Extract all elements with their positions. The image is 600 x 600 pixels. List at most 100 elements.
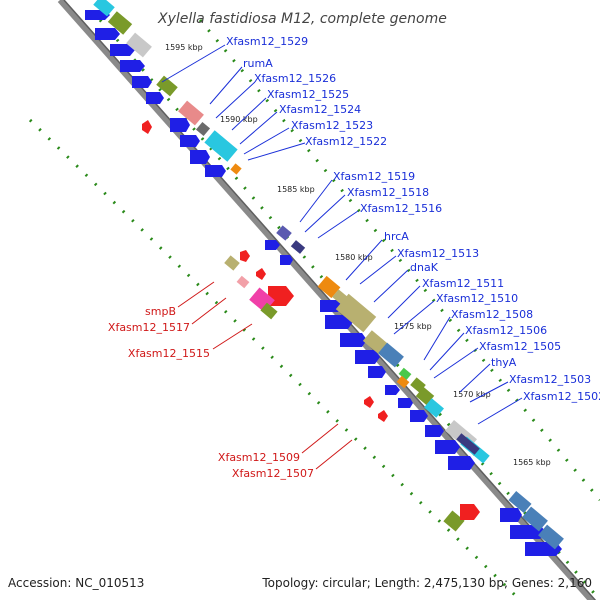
- gene-arrow[interactable]: [340, 333, 367, 347]
- gene-label-hrca[interactable]: hrcA: [384, 230, 409, 243]
- gene-label-xfasm12-1515[interactable]: Xfasm12_1515: [128, 347, 210, 360]
- leader-line: [315, 439, 353, 470]
- gene-arrow[interactable]: [280, 255, 293, 265]
- gene-arrow[interactable]: [256, 268, 266, 280]
- gene-block[interactable]: [335, 293, 377, 333]
- gene-arrow[interactable]: [398, 398, 413, 408]
- dotted-track-line: [198, 19, 600, 501]
- gene-label-thya[interactable]: thyA: [491, 356, 517, 369]
- gene-label-xfasm12-1502[interactable]: Xfasm12_1502: [523, 390, 600, 403]
- gene-label-xfasm12-1506[interactable]: Xfasm12_1506: [465, 324, 547, 337]
- gene-label-xfasm12-1510[interactable]: Xfasm12_1510: [436, 292, 518, 305]
- gene-block[interactable]: [424, 398, 444, 418]
- gene-arrow[interactable]: [355, 350, 380, 364]
- gene-arrow[interactable]: [435, 440, 460, 454]
- gene-arrow[interactable]: [385, 385, 400, 395]
- gene-label-xfasm12-1511[interactable]: Xfasm12_1511: [422, 277, 504, 290]
- gene-block[interactable]: [522, 506, 548, 532]
- gene-arrow[interactable]: [325, 315, 353, 329]
- gene-arrow[interactable]: [95, 28, 120, 40]
- leader-line: [459, 363, 491, 393]
- gene-label-xfasm12-1529[interactable]: Xfasm12_1529: [226, 35, 308, 48]
- gene-block[interactable]: [224, 255, 240, 271]
- leader-line: [215, 81, 256, 119]
- gene-label-xfasm12-1517[interactable]: Xfasm12_1517: [108, 321, 190, 334]
- gene-arrow[interactable]: [190, 150, 210, 164]
- gene-arrow[interactable]: [142, 120, 152, 134]
- gene-label-xfasm12-1522[interactable]: Xfasm12_1522: [305, 135, 387, 148]
- gene-arrow[interactable]: [425, 425, 444, 437]
- leader-line: [373, 269, 409, 303]
- gene-label-xfasm12-1526[interactable]: Xfasm12_1526: [254, 72, 336, 85]
- gene-block[interactable]: [538, 524, 564, 550]
- map-title: Xylella fastidiosa M12, complete genome: [157, 11, 447, 27]
- gene-block[interactable]: [508, 490, 532, 514]
- gene-block[interactable]: [230, 163, 242, 175]
- gene-arrow[interactable]: [268, 286, 294, 306]
- gene-arrow[interactable]: [170, 118, 190, 132]
- leader-line: [469, 381, 509, 403]
- forward-leader-lines: [161, 44, 523, 425]
- reverse-gene-labels: smpB Xfasm12_1517 Xfasm12_1515 Xfasm12_1…: [108, 305, 314, 480]
- leader-line: [423, 316, 451, 361]
- gene-arrow[interactable]: [180, 135, 200, 147]
- gene-arrow[interactable]: [265, 240, 280, 250]
- scale-tick-1585: 1585 kbp: [277, 185, 315, 194]
- forward-strand-colored-genes: [93, 0, 564, 550]
- gene-label-xfasm12-1525[interactable]: Xfasm12_1525: [267, 88, 349, 101]
- gene-block[interactable]: [396, 375, 410, 389]
- gene-arrow[interactable]: [132, 76, 152, 88]
- gene-arrow[interactable]: [410, 410, 428, 422]
- gene-block[interactable]: [204, 130, 238, 162]
- gene-arrow[interactable]: [110, 44, 135, 56]
- leader-line: [212, 323, 253, 350]
- gene-arrow[interactable]: [240, 250, 250, 262]
- gene-block[interactable]: [236, 275, 250, 289]
- gene-label-xfasm12-1519[interactable]: Xfasm12_1519: [333, 170, 415, 183]
- gene-block[interactable]: [317, 275, 341, 299]
- gene-block[interactable]: [456, 433, 480, 455]
- gene-arrow[interactable]: [460, 504, 480, 520]
- gene-arrow[interactable]: [205, 165, 226, 177]
- gene-arrow[interactable]: [368, 366, 386, 378]
- gene-label-ruma[interactable]: rumA: [243, 57, 273, 70]
- gene-label-xfasm12-1503[interactable]: Xfasm12_1503: [509, 373, 591, 386]
- gene-label-dnak[interactable]: dnaK: [410, 261, 439, 274]
- gene-block[interactable]: [178, 100, 204, 126]
- scale-tick-1595: 1595 kbp: [165, 43, 203, 52]
- gene-block[interactable]: [362, 330, 388, 354]
- gene-block[interactable]: [415, 386, 435, 406]
- gene-arrow[interactable]: [500, 508, 522, 522]
- gene-label-xfasm12-1513[interactable]: Xfasm12_1513: [397, 247, 479, 260]
- gene-label-xfasm12-1509[interactable]: Xfasm12_1509: [218, 451, 300, 464]
- leader-line: [477, 397, 523, 425]
- gene-block[interactable]: [398, 367, 412, 381]
- gene-block[interactable]: [156, 75, 178, 97]
- gene-arrow[interactable]: [364, 396, 374, 408]
- gene-block[interactable]: [260, 302, 278, 320]
- gene-block[interactable]: [443, 510, 465, 532]
- leader-line: [239, 111, 278, 145]
- gene-label-smpb[interactable]: smpB: [145, 305, 176, 318]
- gene-block[interactable]: [378, 342, 404, 368]
- outer-dotted-track-right: [198, 19, 600, 501]
- gene-arrow[interactable]: [378, 410, 388, 422]
- gene-label-xfasm12-1508[interactable]: Xfasm12_1508: [451, 308, 533, 321]
- gene-arrow[interactable]: [120, 60, 145, 72]
- gene-label-xfasm12-1524[interactable]: Xfasm12_1524: [279, 103, 361, 116]
- gene-block[interactable]: [93, 0, 115, 17]
- leader-line: [387, 285, 421, 319]
- gene-block[interactable]: [276, 225, 292, 241]
- gene-label-xfasm12-1505[interactable]: Xfasm12_1505: [479, 340, 561, 353]
- gene-arrow[interactable]: [146, 92, 164, 104]
- gene-label-xfasm12-1507[interactable]: Xfasm12_1507: [232, 467, 314, 480]
- gene-block[interactable]: [107, 11, 133, 35]
- gene-arrow[interactable]: [448, 456, 475, 470]
- gene-label-xfasm12-1516[interactable]: Xfasm12_1516: [360, 202, 442, 215]
- gene-label-xfasm12-1523[interactable]: Xfasm12_1523: [291, 119, 373, 132]
- gene-block[interactable]: [195, 121, 211, 137]
- gene-label-xfasm12-1518[interactable]: Xfasm12_1518: [347, 186, 429, 199]
- gene-block[interactable]: [290, 240, 306, 254]
- gene-block[interactable]: [126, 32, 152, 58]
- leader-line: [209, 66, 243, 105]
